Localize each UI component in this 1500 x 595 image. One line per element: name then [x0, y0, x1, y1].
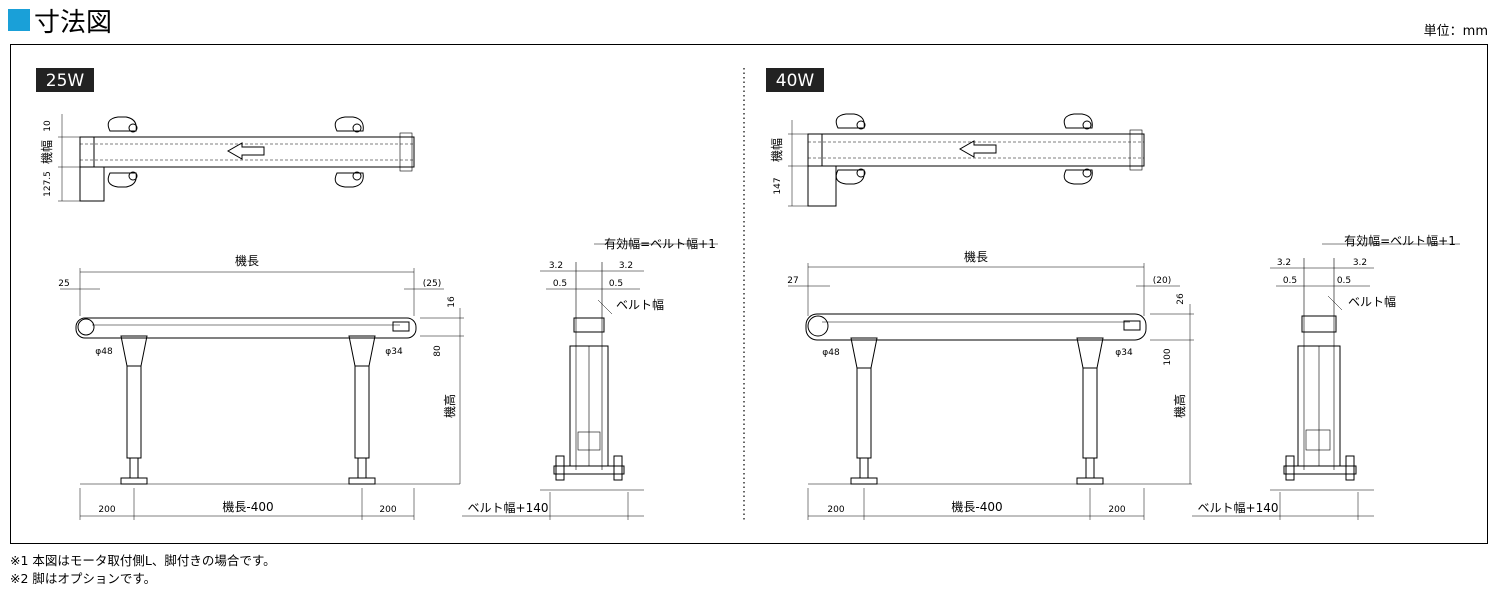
side-25w-b200b: 200 — [379, 505, 396, 515]
footnotes: ※1 本図はモータ取付側L、脚付きの場合です。 ※2 脚はオプションです。 — [10, 552, 276, 588]
side-40w-b200a: 200 — [827, 505, 844, 515]
side-40w-dim-left: 27 — [787, 276, 798, 286]
side-40w-phi34: φ34 — [1115, 348, 1133, 358]
badge-25w — [36, 68, 94, 92]
end-25w-d32a: 3.2 — [549, 261, 563, 271]
end-25w-bottom: ベルト幅+140 — [468, 500, 549, 515]
side-40w-phi48: φ48 — [822, 348, 840, 358]
side-25w-bmid: 機長-400 — [222, 499, 273, 514]
badge-40w-label: 40W — [776, 71, 815, 91]
side-25w-height: 機高 — [442, 394, 457, 418]
side-40w-height: 機高 — [1172, 394, 1187, 418]
end-view-25w: 有効幅=ベルト幅+1 3.2 3.2 0.5 0.5 ベルト幅 ベルト幅+140 — [462, 236, 718, 520]
plan-25w-dim-bottom: 127.5 — [43, 171, 53, 197]
footnote-1: ※1 本図はモータ取付側L、脚付きの場合です。 — [10, 553, 276, 568]
end-view-40w: 有効幅=ベルト幅+1 3.2 3.2 0.5 0.5 ベルト幅 ベルト幅+140 — [1192, 233, 1460, 520]
plan-view-25w: 10 機幅 127.5 — [39, 114, 415, 202]
end-25w-eff: 有効幅=ベルト幅+1 — [604, 236, 716, 251]
side-25w-dim16: 16 — [447, 296, 457, 308]
plan-25w-dim-top: 10 — [43, 120, 53, 132]
side-40w-dim-right: (20) — [1153, 276, 1171, 286]
end-40w-belt: ベルト幅 — [1348, 294, 1396, 309]
side-view-40w: 機長 27 (20) φ48 φ34 — [787, 249, 1194, 520]
end-40w-bottom: ベルト幅+140 — [1198, 500, 1279, 515]
flow-arrow-icon — [958, 140, 997, 158]
panel-25w: 25W 10 機幅 127.5 — [36, 68, 718, 520]
end-40w-d05a: 0.5 — [1283, 276, 1297, 286]
plan-40w-dim-bottom: 147 — [773, 177, 783, 194]
footnote-2: ※2 脚はオプションです。 — [10, 571, 157, 586]
flow-arrow-icon — [226, 142, 265, 160]
page-title: 寸法図 — [8, 4, 113, 38]
drawing-frame — [10, 44, 1488, 544]
end-40w-d32b: 3.2 — [1353, 258, 1367, 268]
end-40w-d32a: 3.2 — [1277, 258, 1291, 268]
side-40w-length: 機長 — [964, 249, 988, 264]
plan-25w-dim-width: 機幅 — [39, 140, 54, 164]
side-25w-b200a: 200 — [98, 505, 115, 515]
side-25w-dim80: 80 — [433, 345, 443, 357]
unit-label: 単位：mm — [1423, 24, 1488, 39]
side-25w-dim-left: 25 — [58, 279, 69, 289]
end-25w-d05a: 0.5 — [553, 279, 567, 289]
title-marker — [8, 9, 30, 31]
title-text: 寸法図 — [34, 7, 113, 38]
end-40w-eff: 有効幅=ベルト幅+1 — [1344, 233, 1456, 248]
badge-40w — [766, 68, 824, 92]
side-25w-phi34: φ34 — [385, 347, 403, 357]
side-40w-dim26: 26 — [1176, 293, 1186, 305]
plan-view-40w: 機幅 147 — [769, 113, 1145, 207]
side-40w-b200b: 200 — [1108, 505, 1125, 515]
end-25w-d32b: 3.2 — [619, 261, 633, 271]
end-25w-belt: ベルト幅 — [616, 297, 664, 312]
side-25w-phi48: φ48 — [95, 347, 113, 357]
side-40w-bmid: 機長-400 — [951, 499, 1002, 514]
side-view-25w: 機長 25 (25) φ48 φ34 — [58, 253, 464, 520]
side-25w-dim-right: (25) — [423, 279, 441, 289]
panel-40w: 40W 機幅 147 機長 — [766, 68, 1460, 520]
plan-40w-dim-width: 機幅 — [769, 138, 784, 162]
end-25w-d05b: 0.5 — [609, 279, 623, 289]
side-25w-length: 機長 — [235, 253, 259, 268]
badge-25w-label: 25W — [46, 71, 85, 91]
end-40w-d05b: 0.5 — [1337, 276, 1351, 286]
side-40w-dim100: 100 — [1163, 348, 1173, 365]
